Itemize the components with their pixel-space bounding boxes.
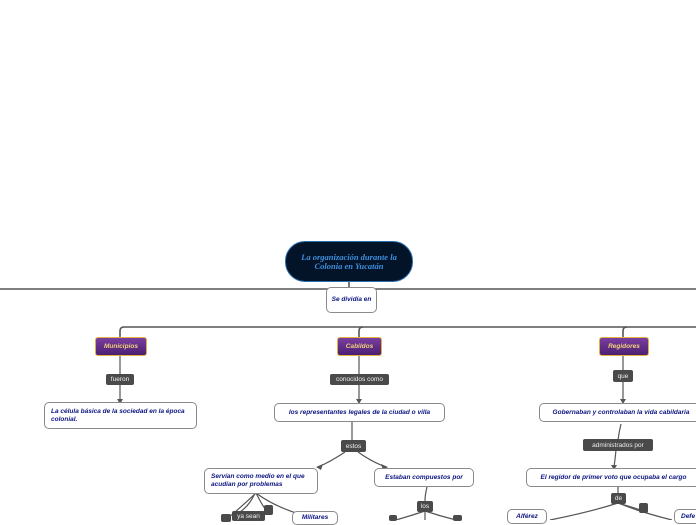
node-text: La célula básica de la sociedad en la ép… — [51, 407, 185, 423]
category-cabildos[interactable]: Cabildos — [337, 337, 382, 356]
collapsed-branch-marker[interactable] — [264, 505, 273, 515]
tag-ya-sean[interactable]: ya sean — [232, 511, 265, 521]
collapsed-branch-marker[interactable] — [221, 514, 231, 522]
node-text: Gobernaban y controlaban la vida cabilda… — [552, 408, 690, 416]
tag-fueron[interactable]: fueron — [106, 374, 134, 385]
tag-estos[interactable]: estos — [341, 440, 366, 452]
node-text: Servían como medio en el que acudían por… — [211, 473, 305, 488]
category-label: Cabildos — [345, 343, 374, 350]
node-text: los representantes legales de la ciudad … — [288, 408, 431, 416]
node-text: Militares — [301, 514, 329, 521]
collapsed-branch-marker[interactable] — [453, 515, 462, 521]
node-defe[interactable]: Defe — [674, 509, 696, 524]
collapsed-branch-marker[interactable] — [639, 503, 648, 513]
node-compuestos[interactable]: Estaban compuestos por — [374, 468, 474, 487]
category-label: Municipios — [104, 343, 138, 350]
root-title: La organización durante la Colonia en Yu… — [301, 251, 397, 271]
node-text: Estaban compuestos por — [385, 473, 463, 481]
node-servian[interactable]: Servían como medio en el que acudían por… — [204, 468, 318, 494]
root-topic[interactable]: La organización durante la Colonia en Yu… — [285, 241, 413, 282]
node-regidor-primer-voto[interactable]: El regidor de primer voto que ocupaba el… — [526, 468, 696, 487]
category-label: Regidores — [608, 343, 640, 350]
node-gobernaban[interactable]: Gobernaban y controlaban la vida cabilda… — [539, 403, 696, 422]
node-text: Defe — [681, 512, 696, 520]
root-link-text: Se dividía en — [331, 296, 372, 303]
node-text: El regidor de primer voto que ocupaba el… — [540, 473, 687, 481]
category-municipios[interactable]: Municipios — [95, 337, 147, 356]
tag-administrados-por[interactable]: administrados por — [583, 439, 653, 451]
node-text: Alférez — [516, 512, 538, 520]
node-representantes[interactable]: los representantes legales de la ciudad … — [274, 403, 445, 422]
tag-que[interactable]: que — [613, 370, 633, 382]
node-alferez[interactable]: Alférez — [507, 509, 547, 524]
tag-los[interactable]: los — [417, 501, 433, 512]
node-celula-basica[interactable]: La célula básica de la sociedad en la ép… — [44, 402, 197, 429]
collapsed-branch-marker[interactable] — [389, 515, 397, 521]
tag-conocidos-como[interactable]: conocidos como — [330, 374, 389, 385]
category-regidores[interactable]: Regidores — [599, 337, 649, 356]
tag-de[interactable]: de — [611, 493, 626, 504]
node-militares[interactable]: Militares — [292, 511, 338, 525]
root-link-box[interactable]: Se dividía en — [326, 287, 377, 313]
